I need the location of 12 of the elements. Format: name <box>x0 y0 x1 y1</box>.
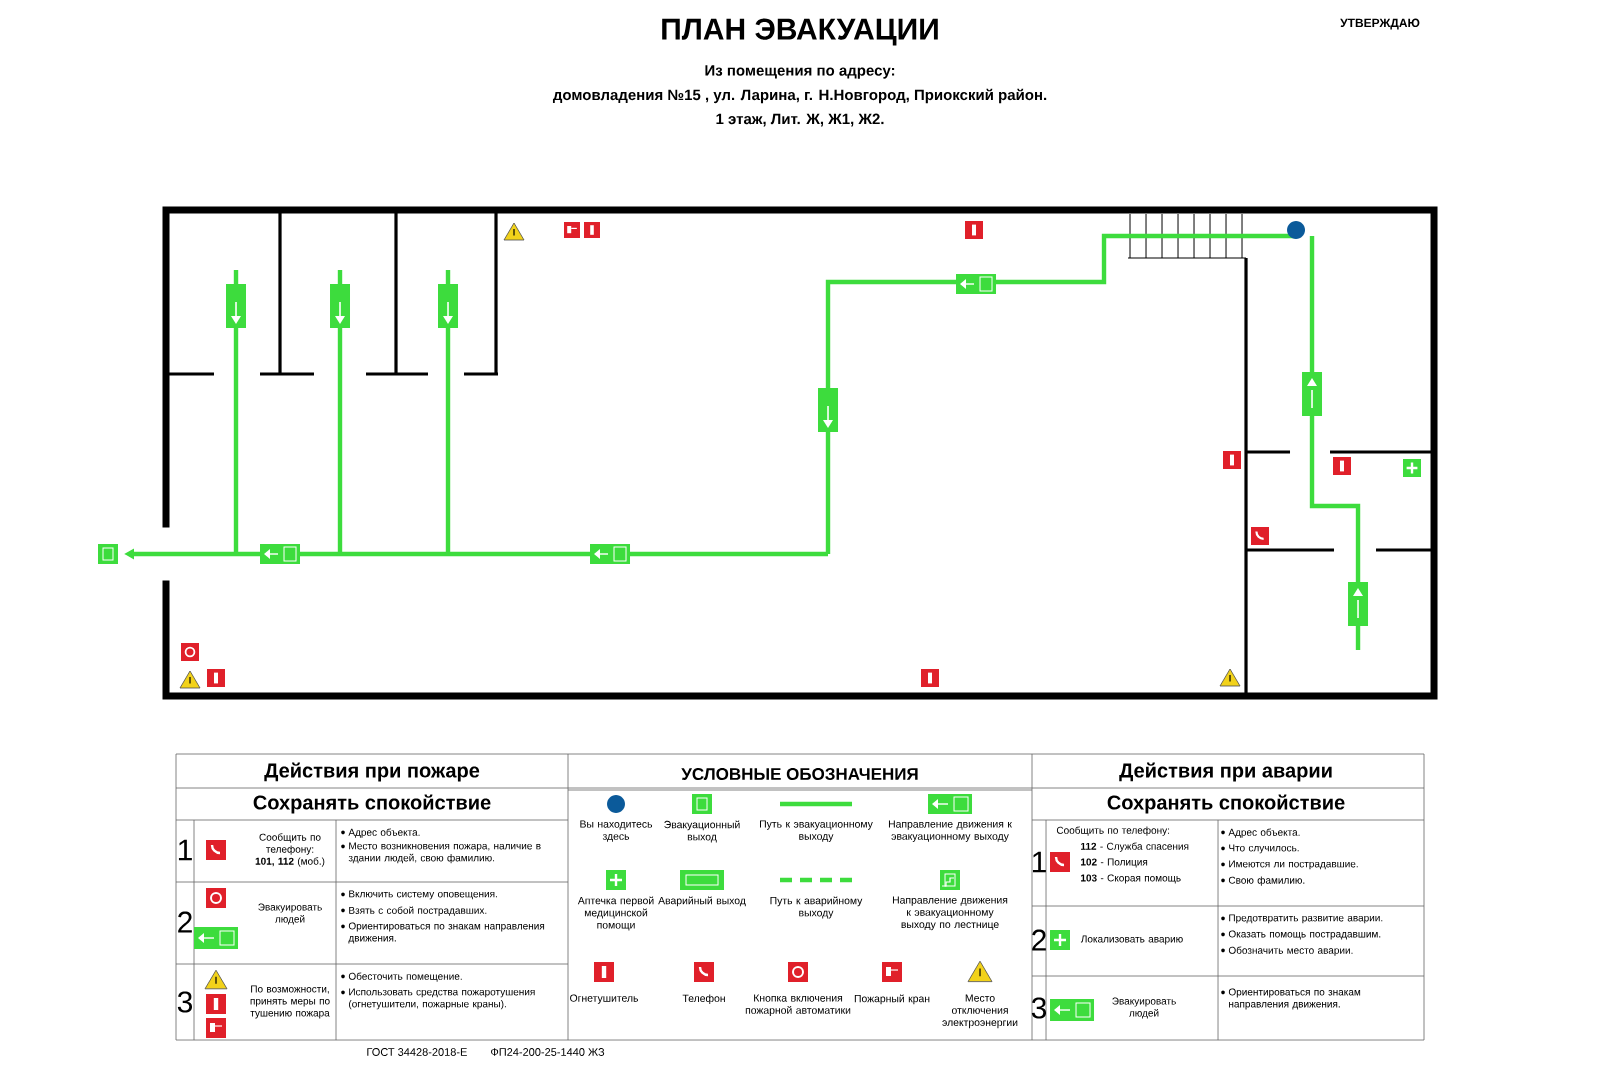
step-number: 1 <box>1032 851 1046 873</box>
table-heading: Действия при пожаре <box>264 762 480 782</box>
step-number: 2 <box>1032 929 1046 951</box>
title: ПЛАН ЭВАКУАЦИИ <box>662 18 938 46</box>
legend-heading: УСЛОВНЫЕ ОБОЗНАЧЕНИЯ <box>681 768 918 780</box>
step-number: 1 <box>178 839 192 861</box>
step-number: 3 <box>177 991 193 1013</box>
table-subheading: Сохранять спокойствие <box>253 794 491 814</box>
table-subheading: Сохранять спокойствие <box>1107 794 1345 814</box>
step-number: 3 <box>1031 997 1047 1019</box>
step-number: 2 <box>178 911 192 933</box>
table-heading: Действия при аварии <box>1119 762 1332 782</box>
